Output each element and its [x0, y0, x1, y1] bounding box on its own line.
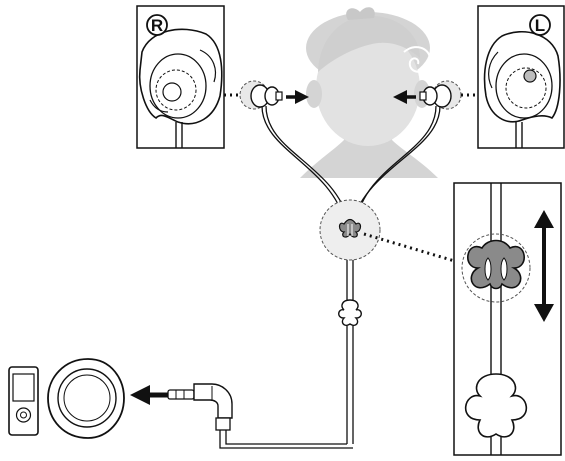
- music-player-icon: [8, 366, 39, 436]
- leader-slider: [363, 232, 459, 264]
- cord-slider-icon: [338, 218, 362, 238]
- left-ear-panel: L: [477, 5, 565, 149]
- earphone-cord: [219, 105, 441, 449]
- right-ear-closeup-icon: [138, 28, 223, 148]
- double-arrow-icon: [534, 210, 554, 322]
- left-badge: L: [529, 14, 551, 36]
- cord-junction-detail-icon: [464, 373, 528, 438]
- right-badge-label: R: [151, 16, 163, 35]
- stereo-plug-icon: [167, 383, 233, 431]
- left-badge-label: L: [535, 16, 545, 35]
- slider-detail-highlight: [461, 233, 531, 303]
- slider-detail-panel: [453, 182, 562, 456]
- cord-reel-icon: [47, 358, 125, 439]
- right-ear-panel: R: [136, 5, 225, 149]
- earbud-left-icon: [419, 84, 452, 108]
- cord-junction-icon: [338, 299, 362, 327]
- left-ear-closeup-icon: [483, 31, 561, 148]
- right-badge: R: [146, 14, 168, 36]
- head-silhouette-icon: [300, 7, 438, 178]
- earbud-right-icon: [250, 84, 283, 108]
- slider-detail-icon: [467, 239, 525, 290]
